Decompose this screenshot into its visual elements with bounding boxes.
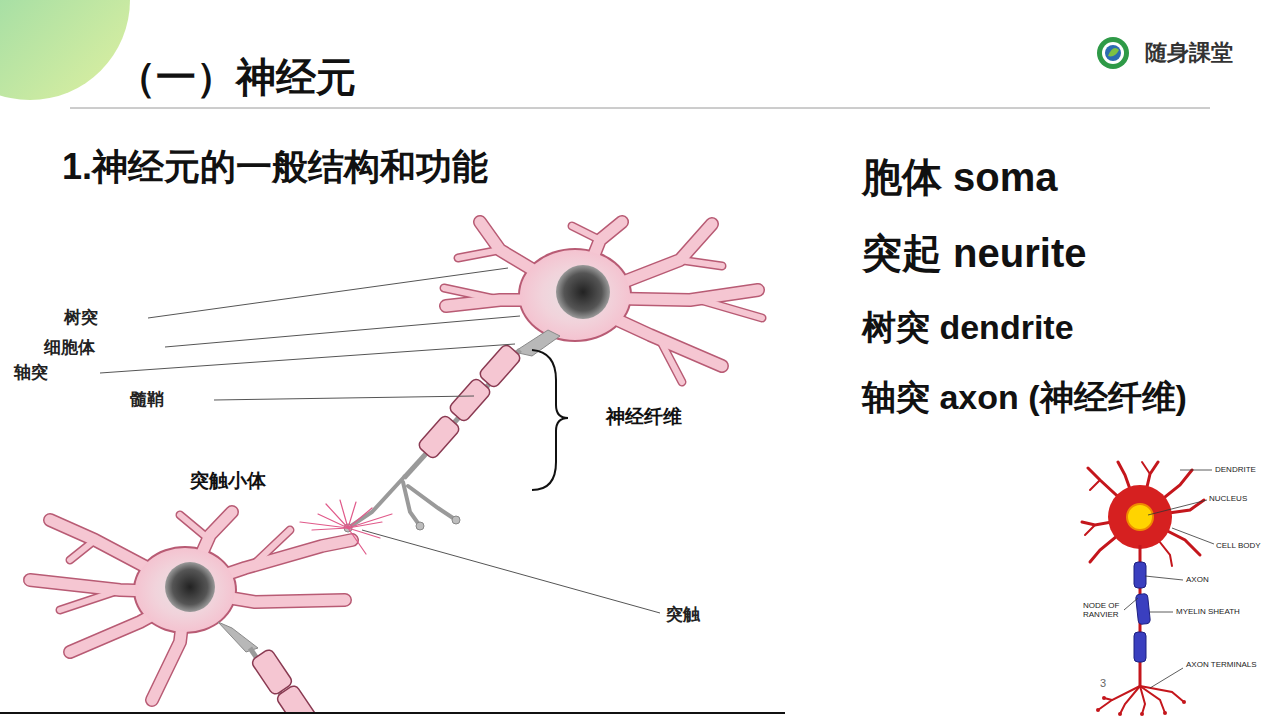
page-number: 3 (1100, 677, 1106, 690)
illustration-rule (0, 712, 785, 714)
neuron-drawing (30, 222, 762, 712)
section-heading: 1.神经元的一般结构和功能 (62, 146, 488, 187)
part-label: 突触小体 (190, 470, 266, 492)
term-label: 突起 neurite (862, 230, 1086, 276)
part-label: 轴突 (14, 363, 48, 383)
part-label: 突触 (666, 605, 700, 625)
part-label: 树突 (64, 308, 98, 328)
figure-label: CELL BODY (1216, 541, 1261, 550)
small-neuron-picture (1082, 462, 1214, 716)
term-label: 胞体 soma (862, 154, 1058, 200)
term-label: 树突 dendrite (862, 308, 1074, 347)
figure-label: DENDRITE (1215, 465, 1256, 474)
figure-label: AXON TERMINALS (1186, 660, 1257, 669)
part-label: 细胞体 (44, 338, 95, 358)
header-rule (70, 108, 1210, 109)
logo-icon (1097, 37, 1129, 69)
figure-label: NUCLEUS (1209, 494, 1247, 503)
figure-label: AXON (1186, 575, 1209, 584)
term-label: 轴突 axon (神经纤维) (862, 378, 1187, 417)
figure-label: MYELIN SHEATH (1176, 607, 1240, 616)
logo-text: 随身課堂 (1145, 40, 1233, 65)
corner-decoration (0, 0, 130, 100)
part-label: 髓鞘 (130, 390, 164, 410)
bracket-label: 神经纤维 (606, 406, 682, 428)
slide-title: （一）神经元 (116, 54, 356, 100)
figure-label: NODE OF RANVIER (1083, 601, 1139, 619)
